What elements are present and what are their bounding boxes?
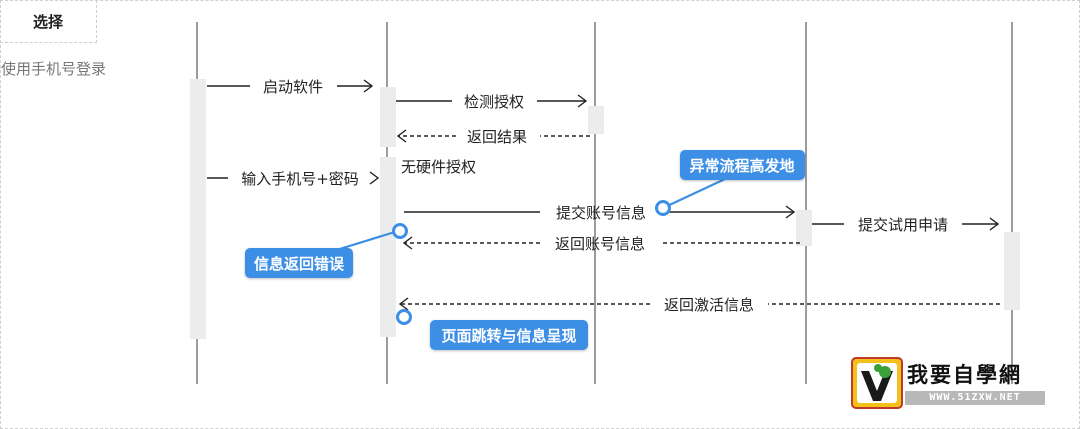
- message-label: 启动软件: [263, 78, 323, 96]
- message-label: 返回结果: [467, 128, 527, 146]
- callout-label: 页面跳转与信息呈现: [441, 327, 576, 345]
- callout-label: 信息返回错误: [254, 255, 345, 273]
- activation-bar: [380, 87, 396, 147]
- arrowhead: [402, 236, 413, 250]
- fragment-tab-label: 选择: [32, 12, 63, 31]
- message-label: 无硬件授权: [401, 158, 476, 176]
- activation-bar: [588, 106, 604, 134]
- activation-bar: [190, 79, 206, 339]
- arrowhead: [577, 94, 588, 108]
- arrowhead: [369, 171, 380, 185]
- logo-name: 我要自學網: [907, 363, 1022, 387]
- fragment-title: 使用手机号登录: [1, 60, 107, 78]
- arrowhead: [785, 205, 796, 219]
- message-label: 返回激活信息: [664, 296, 754, 314]
- logo-emblem-icon: [851, 357, 903, 409]
- callout-anchor: [655, 200, 671, 216]
- callout-box: [430, 320, 588, 350]
- callout-box: [245, 248, 353, 278]
- callout-box: [680, 150, 805, 180]
- activation-bar: [1004, 232, 1020, 310]
- logo-url: WWW.51ZXW.NET: [905, 391, 1045, 405]
- message-label: 返回账号信息: [555, 235, 645, 253]
- arrowhead: [398, 297, 409, 311]
- arrowhead: [989, 217, 1000, 231]
- callout-label: 异常流程高发地: [689, 157, 794, 175]
- message-label: 检测授权: [464, 93, 524, 111]
- message-label: 输入手机号+密码: [241, 170, 359, 188]
- message-label: 提交账号信息: [556, 204, 646, 222]
- arrowhead: [363, 79, 374, 93]
- message-label: 提交试用申请: [858, 216, 948, 234]
- callout-anchor: [396, 309, 412, 325]
- site-logo: 我要自學網 WWW.51ZXW.NET: [851, 357, 1047, 409]
- activation-bar: [380, 157, 396, 337]
- fragment-tab: 选择: [0, 0, 97, 43]
- arrowhead: [396, 129, 407, 143]
- activation-bar: [796, 210, 812, 246]
- callout-anchor: [392, 223, 408, 239]
